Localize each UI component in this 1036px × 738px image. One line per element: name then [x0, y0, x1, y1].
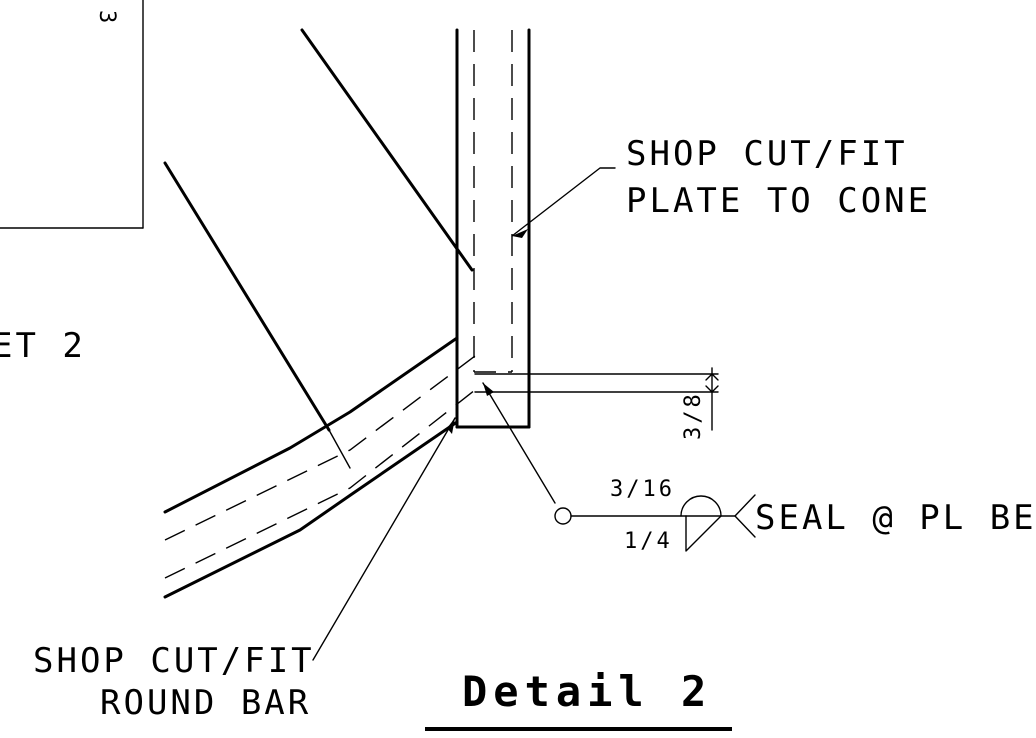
detail-title: Detail 2 [462, 667, 712, 716]
weld-size-arrow-side: 3/16 [610, 477, 675, 502]
weld-symbol: 3/16 1/4 [482, 382, 756, 554]
plate-note-line2: PLATE TO CONE [626, 181, 931, 221]
seal-note: SEAL @ PL BELOW [755, 498, 1036, 538]
thickness-dimension: 3/8 [474, 367, 719, 440]
bar-note-line2: ROUND BAR [100, 683, 311, 723]
vertical-plate [455, 28, 531, 429]
reference-box-fragment: 3 [0, 0, 144, 229]
round-bar [163, 336, 476, 599]
cone-lines [163, 28, 474, 432]
sheet-ref-fragment: ET 2 [0, 326, 86, 366]
bar-note-line1: SHOP CUT/FIT [33, 641, 315, 681]
plate-note-leader [511, 167, 616, 238]
weld-size-other-side: 1/4 [624, 529, 673, 554]
thickness-dimension-text: 3/8 [681, 391, 706, 440]
plate-note-line1: SHOP CUT/FIT [626, 134, 908, 174]
bar-note-leader [312, 417, 456, 661]
corner-fragment-text: 3 [94, 10, 119, 26]
